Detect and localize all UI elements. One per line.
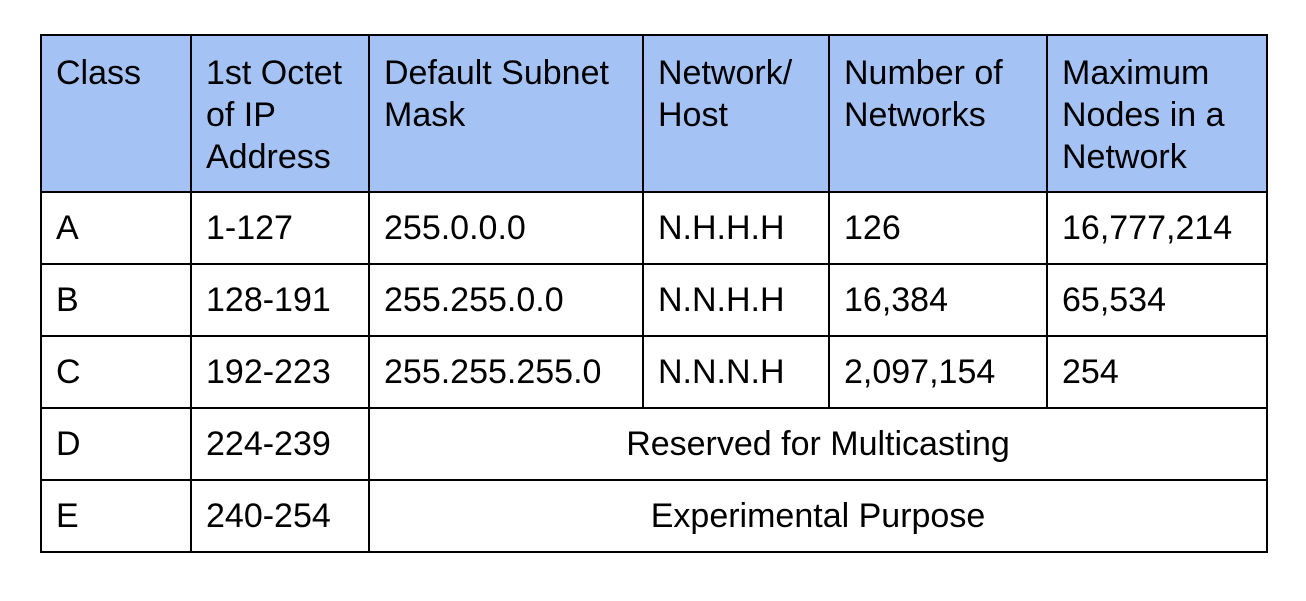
cell-maximum-nodes: 65,534	[1046, 263, 1268, 337]
cell-merged-note: Experimental Purpose	[368, 479, 1268, 553]
table-row-class-d: D 224-239 Reserved for Multicasting	[40, 407, 1268, 481]
header-row: Class 1st Octet of IP Address Default Su…	[40, 34, 1268, 193]
table-header: Class 1st Octet of IP Address Default Su…	[40, 34, 1268, 193]
ip-address-class-table: Class 1st Octet of IP Address Default Su…	[40, 34, 1268, 553]
cell-number-of-networks: 16,384	[828, 263, 1048, 337]
cell-class: C	[40, 335, 192, 409]
cell-maximum-nodes: 254	[1046, 335, 1268, 409]
cell-class: A	[40, 191, 192, 265]
cell-network-host: N.H.H.H	[642, 191, 830, 265]
table-body: A 1-127 255.0.0.0 N.H.H.H 126 16,777,214…	[40, 191, 1268, 553]
cell-first-octet: 240-254	[190, 479, 370, 553]
cell-class: E	[40, 479, 192, 553]
cell-number-of-networks: 126	[828, 191, 1048, 265]
cell-network-host: N.N.N.H	[642, 335, 830, 409]
header-default-subnet-mask: Default Subnet Mask	[368, 34, 644, 193]
table-row-class-b: B 128-191 255.255.0.0 N.N.H.H 16,384 65,…	[40, 263, 1268, 337]
header-first-octet: 1st Octet of IP Address	[190, 34, 370, 193]
header-class: Class	[40, 34, 192, 193]
header-network-host: Network/ Host	[642, 34, 830, 193]
cell-number-of-networks: 2,097,154	[828, 335, 1048, 409]
cell-subnet-mask: 255.0.0.0	[368, 191, 644, 265]
cell-network-host: N.N.H.H	[642, 263, 830, 337]
header-number-of-networks: Number of Networks	[828, 34, 1048, 193]
cell-first-octet: 1-127	[190, 191, 370, 265]
cell-first-octet: 192-223	[190, 335, 370, 409]
cell-subnet-mask: 255.255.255.0	[368, 335, 644, 409]
cell-first-octet: 128-191	[190, 263, 370, 337]
cell-maximum-nodes: 16,777,214	[1046, 191, 1268, 265]
header-maximum-nodes: Maximum Nodes in a Network	[1046, 34, 1268, 193]
cell-first-octet: 224-239	[190, 407, 370, 481]
cell-merged-note: Reserved for Multicasting	[368, 407, 1268, 481]
table-row-class-e: E 240-254 Experimental Purpose	[40, 479, 1268, 553]
cell-class: B	[40, 263, 192, 337]
table-row-class-a: A 1-127 255.0.0.0 N.H.H.H 126 16,777,214	[40, 191, 1268, 265]
table-row-class-c: C 192-223 255.255.255.0 N.N.N.H 2,097,15…	[40, 335, 1268, 409]
cell-subnet-mask: 255.255.0.0	[368, 263, 644, 337]
cell-class: D	[40, 407, 192, 481]
